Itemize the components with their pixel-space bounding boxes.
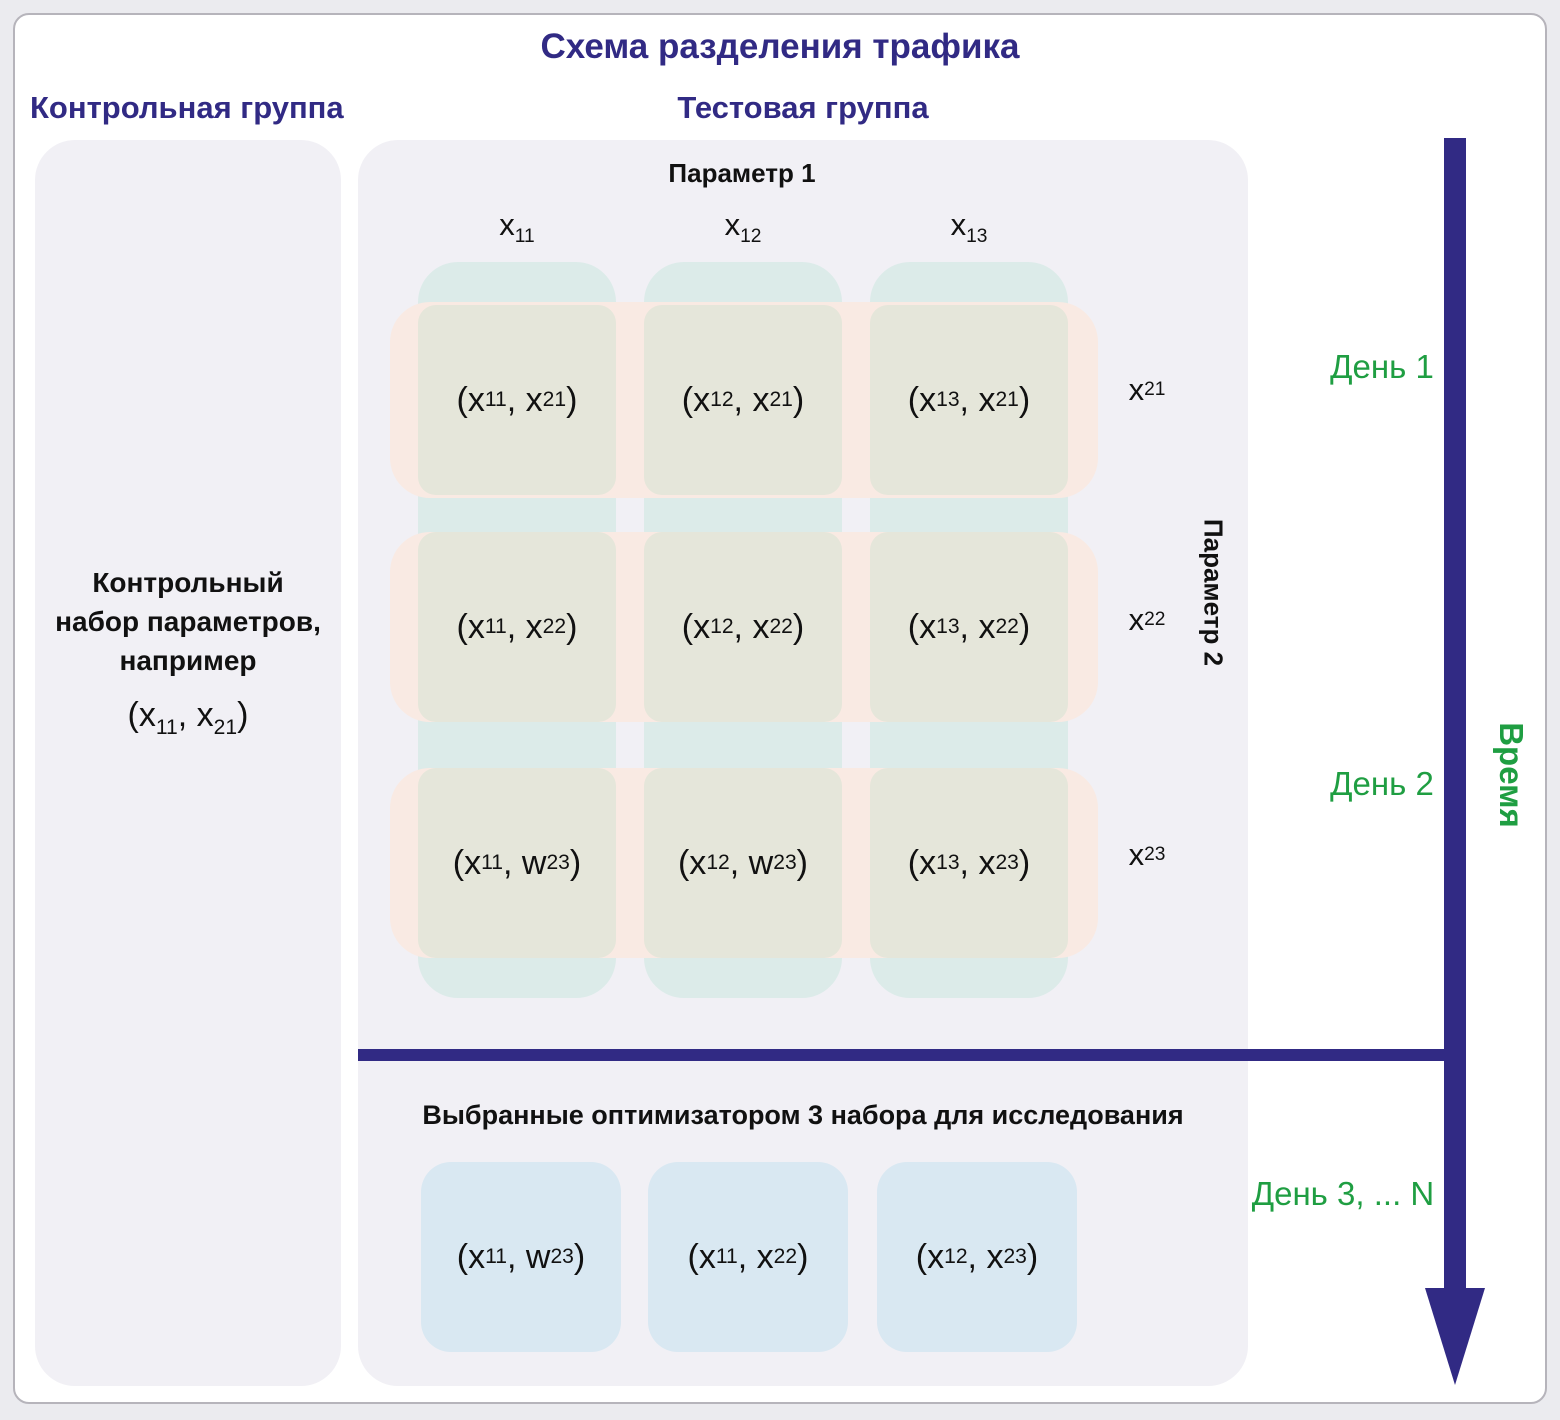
day-2-label: День 2 [1330, 765, 1434, 802]
day-1-label: День 1 [1330, 348, 1434, 385]
bottom-section-header: Выбранные оптимизатором 3 набора для исс… [422, 1100, 1184, 1130]
time-arrow-head-icon [1425, 1288, 1485, 1385]
param2-label: Параметр 2 [1198, 518, 1229, 667]
time-arrow-bar [1444, 138, 1466, 1290]
day-3-label: День 3, ... N [1251, 1175, 1435, 1212]
col-label-x12: x12 [724, 207, 762, 248]
param1-label: Параметр 1 [668, 158, 816, 188]
diagram-title: Схема разделения трафика [540, 27, 1020, 66]
col-label-x13: x13 [950, 207, 988, 248]
col-label-x11: x11 [499, 207, 535, 248]
control-group-header: Контрольная группа [30, 90, 344, 125]
test-group-header: Тестовая группа [677, 90, 929, 125]
divider-line [358, 1049, 1466, 1061]
control-set-example: (x11, x21) [127, 696, 249, 739]
control-group-panel [35, 140, 341, 1386]
time-axis-label: Время [1493, 722, 1530, 828]
